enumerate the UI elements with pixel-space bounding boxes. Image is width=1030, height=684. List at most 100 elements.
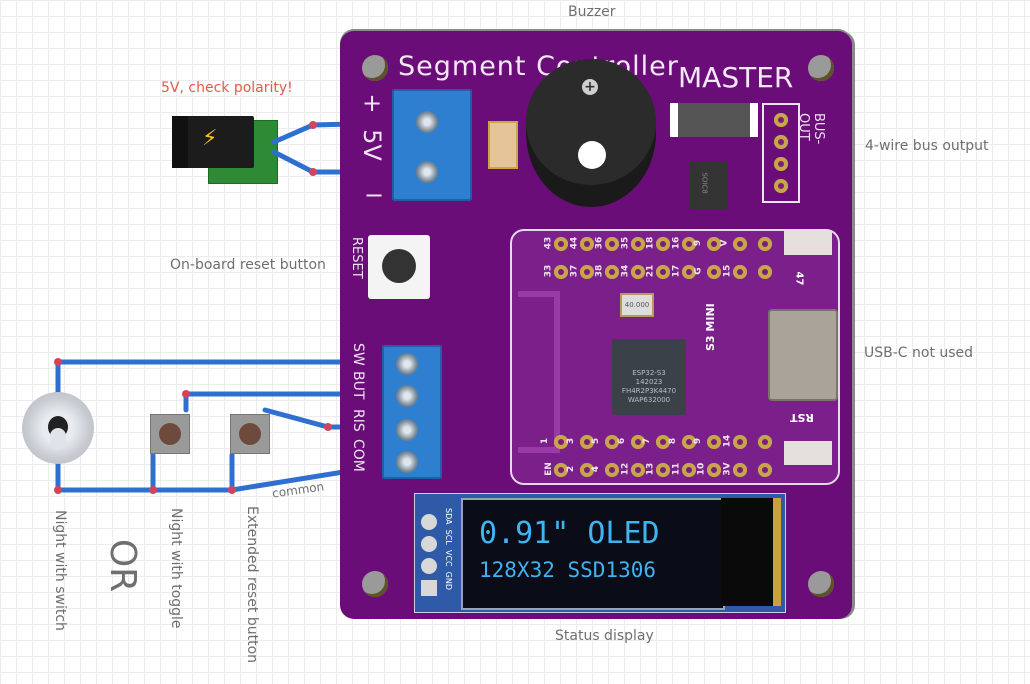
header-pin (579, 237, 594, 251)
mounting-hole (808, 571, 834, 597)
header-pin (554, 237, 568, 251)
header-pin-label: EN (543, 462, 554, 476)
header-pin-label: 8 (667, 437, 678, 445)
header-pin (758, 463, 772, 477)
buzzer-label: Buzzer (568, 4, 616, 20)
header-pin (732, 463, 747, 477)
antenna-trace (518, 291, 560, 453)
header-pin (656, 265, 670, 279)
header-pin-label: 11 (670, 462, 681, 476)
header-pin (758, 435, 772, 449)
boot-button[interactable] (784, 231, 832, 255)
night-switch-label: Night with switch (52, 510, 68, 631)
header-pin (656, 237, 670, 251)
night-toggle-label: Night with toggle (168, 508, 184, 629)
reset-silk-label: RESET (349, 237, 364, 279)
header-pin (554, 463, 568, 477)
smd-capacitor (488, 121, 518, 169)
header-pin-label: 5 (591, 437, 602, 445)
header-pin-label: 21 (645, 264, 656, 278)
bus-output-label: 4-wire bus output (865, 138, 989, 154)
header-pin (656, 435, 670, 449)
header-pin-label: V (718, 239, 729, 247)
s3-mini-label: S3 MINI (704, 303, 717, 351)
header-pin-label: 18 (645, 236, 656, 250)
plus-icon: + (582, 79, 598, 95)
header-pin (707, 435, 721, 449)
oled-pin-header (421, 514, 437, 604)
header-pin-label: 13 (645, 462, 656, 476)
usb-c-port (768, 309, 838, 401)
onboard-reset-button[interactable] (368, 235, 430, 299)
header-pin (579, 435, 594, 449)
header-pin (630, 435, 645, 449)
rst-button[interactable] (784, 441, 832, 465)
header-pin-label: 36 (594, 236, 605, 250)
buzzer: + (526, 59, 656, 207)
oled-pin-vcc: VCC (444, 549, 453, 567)
header-pin (656, 463, 670, 477)
header-pin (681, 265, 696, 279)
header-pin (579, 463, 594, 477)
header-pin-label: 7 (642, 437, 653, 445)
header-pin (605, 463, 619, 477)
led-label: 47 (793, 271, 805, 286)
oled-pin-sda: SDA (444, 508, 453, 525)
mounting-hole (362, 571, 388, 597)
header-pin (605, 435, 619, 449)
header-pin-label: 3V (722, 462, 733, 476)
chip-line: WAP632000 (627, 396, 671, 404)
terminal-label-sw: SW (350, 343, 366, 366)
bus-out-label: BUS-OUT (796, 113, 826, 145)
terminal-label-but: BUT (350, 371, 366, 400)
header-pin-label: 10 (696, 462, 707, 476)
header-pin-label: 34 (619, 264, 630, 278)
extended-reset-button[interactable] (230, 414, 270, 454)
oled-line-2: 128X32 SSD1306 (479, 558, 657, 582)
night-toggle-switch[interactable] (22, 392, 94, 464)
header-pin-label: 44 (568, 236, 579, 250)
header-pin-label: 16 (670, 236, 681, 250)
mounting-hole (362, 55, 388, 81)
header-pin-label: 38 (594, 264, 605, 278)
header-pin-label: 6 (616, 437, 627, 445)
header-pin-label: 33 (543, 264, 554, 278)
night-push-button[interactable] (150, 414, 190, 454)
plus-marker: + (362, 89, 383, 117)
header-pin (554, 435, 568, 449)
header-pin (630, 237, 645, 251)
header-pin-label: 43 (543, 236, 554, 250)
header-pin (605, 265, 619, 279)
header-pin-label: G (693, 267, 704, 275)
chip-line: ESP32-S3 (632, 369, 666, 377)
header-pin (707, 463, 721, 477)
header-pin (554, 265, 568, 279)
oled-flex-connector (721, 498, 781, 606)
header-pin (732, 435, 747, 449)
header-pin-label: 14 (721, 434, 732, 448)
header-pin-label: 9 (693, 437, 704, 445)
terminal-label-com: COM (350, 439, 366, 472)
header-pin (681, 435, 696, 449)
header-pin-label: 35 (619, 236, 630, 250)
header-pin (579, 265, 594, 279)
header-pin-label: 37 (568, 264, 579, 278)
voltage-marker: 5V (357, 129, 386, 161)
header-pin (605, 237, 619, 251)
header-pin (758, 237, 772, 251)
segment-controller-board: Segment Controller MASTER + 5V − + SOIC8… (340, 31, 852, 619)
oled-pin-gnd: GND (444, 571, 453, 590)
extended-reset-label: Extended reset button (244, 506, 260, 664)
wire-com (55, 457, 408, 493)
status-display-label: Status display (555, 628, 654, 644)
minus-marker: − (364, 181, 385, 209)
chip-line: FH4R2P3K4470 (621, 387, 677, 395)
header-pin (758, 265, 772, 279)
header-pin-label: 2 (565, 465, 576, 473)
esp32-chip: ESP32-S3 142023 FH4R2P3K4470 WAP632000 (612, 339, 686, 415)
header-pin (630, 265, 645, 279)
header-pin (630, 463, 645, 477)
header-pin-label: 4 (591, 465, 602, 473)
chip-line: 142023 (635, 378, 663, 386)
input-terminal-block (382, 345, 442, 479)
